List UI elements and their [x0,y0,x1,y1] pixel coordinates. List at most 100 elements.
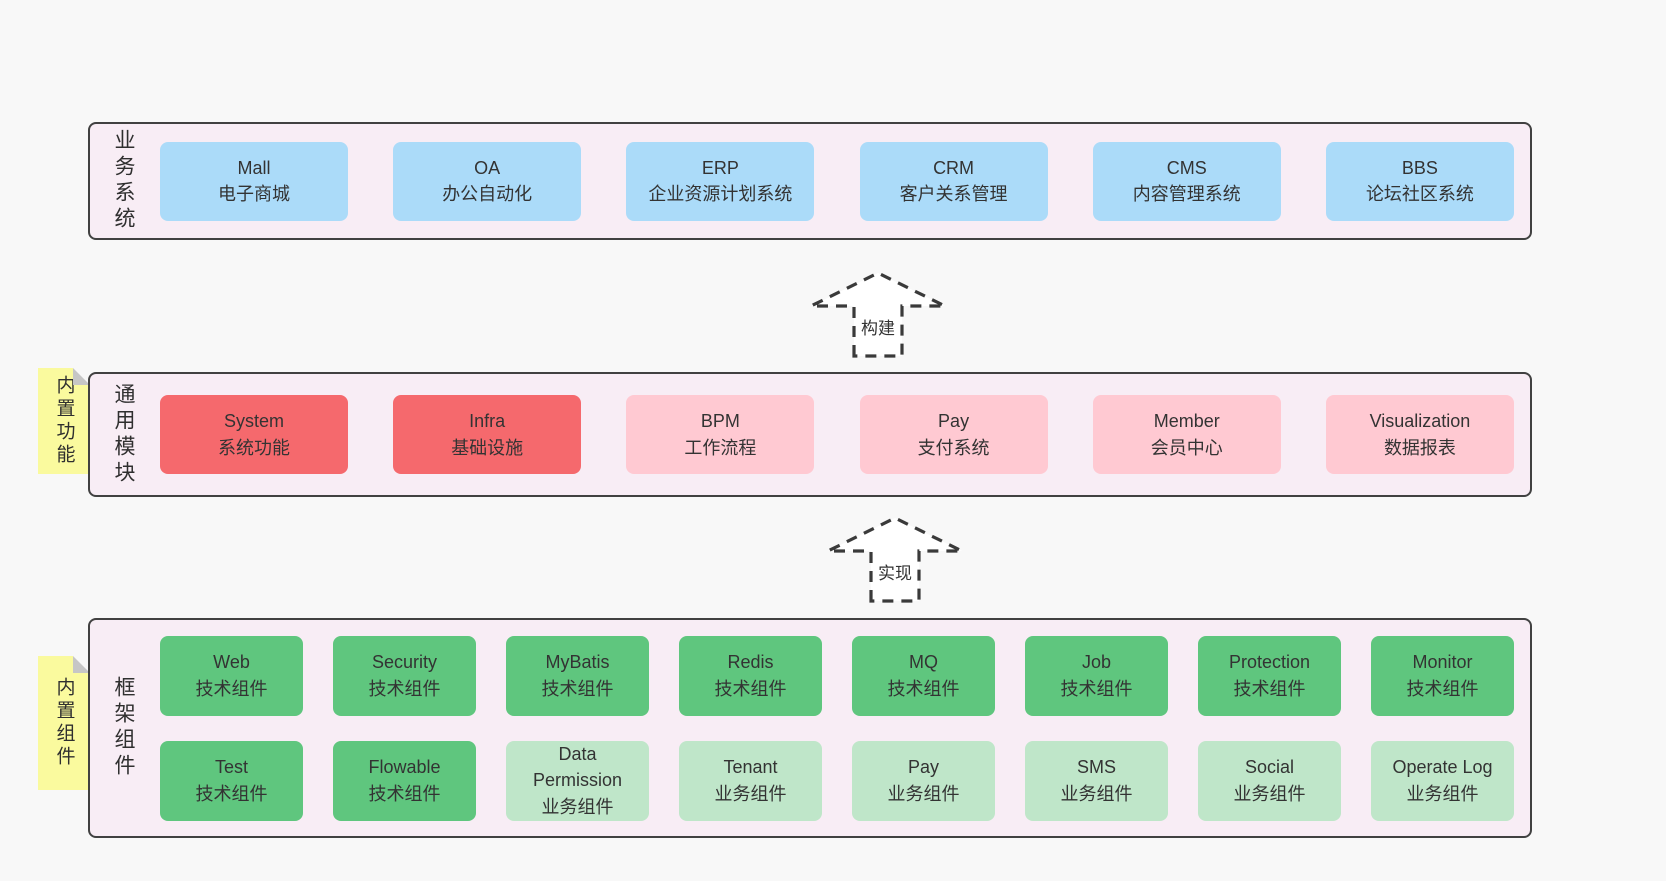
box-mq: MQ 技术组件 [852,635,995,716]
box-title: Protection [1228,652,1311,673]
box-title: Redis [727,652,774,673]
box-data-permission: Data Permission 业务组件 [506,740,649,821]
box-cms: CMS 内容管理系统 [1092,141,1281,221]
box-title: ERP [701,157,739,178]
box-redis: Redis 技术组件 [679,635,822,716]
build-arrow: 构建 [806,269,950,359]
band-common-modules: 通用模块 System 系统功能 Infra 基础设施 BPM 工作流程 Pay… [88,372,1532,497]
box-title: Member [1153,411,1220,432]
box-title: BPM [700,411,740,432]
box-subtitle: 基础设施 [451,437,524,458]
box-bbs: BBS 论坛社区系统 [1325,141,1514,221]
box-mybatis: MyBatis 技术组件 [506,635,649,716]
implement-arrow: 实现 [823,514,967,604]
box-system: System 系统功能 [160,395,348,474]
box-subtitle: 技术组件 [1406,678,1479,699]
band-label: 通用模块 [112,382,135,487]
component-row-business: Test 技术组件 Flowable 技术组件 Data Permission … [160,740,1514,821]
box-subtitle: 办公自动化 [442,184,533,204]
box-flowable: Flowable 技术组件 [333,740,476,821]
box-security: Security 技术组件 [333,635,476,716]
box-subtitle: 技术组件 [368,678,441,699]
box-subtitle: 技术组件 [1233,678,1306,699]
box-subtitle: 技术组件 [541,678,614,699]
box-subtitle: 技术组件 [195,678,268,699]
box-test: Test 技术组件 [160,740,303,821]
band-content: Web 技术组件 Security 技术组件 MyBatis 技术组件 Redi… [148,620,1530,836]
box-subtitle: 技术组件 [195,783,268,804]
up-arrow-icon [827,516,963,603]
box-title: Infra [469,411,506,432]
box-erp: ERP 企业资源计划系统 [626,141,815,221]
component-row-technical: Web 技术组件 Security 技术组件 MyBatis 技术组件 Redi… [160,635,1514,716]
box-subtitle: 企业资源计划系统 [648,184,793,204]
box-visualization: Visualization 数据报表 [1325,395,1514,474]
box-title: System [223,411,284,432]
sticky-note-builtin-features: 内置功能 [38,368,90,474]
box-subtitle: 业务组件 [1406,783,1479,804]
box-title: Data Permission [532,744,623,791]
box-title: OA [474,157,501,178]
box-web: Web 技术组件 [160,635,303,716]
box-subtitle: 内容管理系统 [1132,184,1241,204]
box-oa: OA 办公自动化 [393,141,582,221]
sticky-note-builtin-components: 内置组件 [38,656,90,790]
box-subtitle: 支付系统 [917,437,990,458]
box-title: CMS [1166,157,1207,178]
arrow-label: 实现 [878,564,912,583]
box-title: Pay [907,757,940,778]
box-operate-log: Operate Log 业务组件 [1371,740,1514,821]
band-content: Mall 电子商城 OA 办公自动化 ERP 企业资源计划系统 CRM 客户关系… [148,124,1530,238]
box-title: Mall [237,157,271,178]
box-subtitle: 工作流程 [684,437,757,458]
box-title: MQ [909,652,938,673]
band-label: 业务系统 [112,129,135,233]
box-title: Tenant [723,757,778,778]
band-business-systems: 业务系统 Mall 电子商城 OA 办公自动化 ERP 企业资源计划系统 CRM… [88,122,1532,240]
box-subtitle: 会员中心 [1150,437,1223,458]
arrow-label: 构建 [861,319,895,338]
box-subtitle: 数据报表 [1383,437,1456,458]
box-tenant: Tenant 业务组件 [679,740,822,821]
box-social: Social 业务组件 [1198,740,1341,821]
box-protection: Protection 技术组件 [1198,635,1341,716]
box-subtitle: 技术组件 [714,678,787,699]
box-subtitle: 业务组件 [1060,783,1133,804]
box-subtitle: 客户关系管理 [899,184,1008,204]
box-subtitle: 技术组件 [368,783,441,804]
box-title: Monitor [1412,652,1473,673]
box-infra: Infra 基础设施 [393,395,582,474]
box-title: Flowable [368,757,441,778]
box-subtitle: 系统功能 [218,437,290,458]
box-subtitle: 业务组件 [541,796,614,817]
box-subtitle: 技术组件 [1060,678,1133,699]
box-pay-component: Pay 业务组件 [852,740,995,821]
box-member: Member 会员中心 [1092,395,1281,474]
box-title: Test [214,757,248,778]
band-framework-components: 框架组件 Web 技术组件 Security 技术组件 MyBatis 技术组件… [88,618,1532,838]
box-subtitle: 论坛社区系统 [1365,184,1474,204]
band-content: System 系统功能 Infra 基础设施 BPM 工作流程 Pay 支付系统… [148,374,1530,495]
box-bpm: BPM 工作流程 [626,395,815,474]
box-title: SMS [1076,757,1116,778]
up-arrow-icon [810,271,946,358]
box-title: CRM [933,157,975,178]
box-mall: Mall 电子商城 [160,141,348,221]
box-pay-module: Pay 支付系统 [859,395,1048,474]
box-title: Operate Log [1392,757,1493,778]
box-title: BBS [1401,157,1438,178]
box-subtitle: 技术组件 [887,678,960,699]
box-subtitle: 业务组件 [714,783,787,804]
box-title: Web [213,652,250,673]
box-monitor: Monitor 技术组件 [1371,635,1514,716]
box-subtitle: 电子商城 [218,184,290,204]
box-title: Security [371,652,438,673]
box-subtitle: 业务组件 [887,783,960,804]
box-title: Social [1244,757,1295,778]
box-title: Visualization [1369,411,1471,432]
sticky-note-label: 内置功能 [53,375,75,467]
box-title: Pay [938,411,970,432]
box-crm: CRM 客户关系管理 [859,141,1048,221]
band-label: 框架组件 [112,676,135,780]
